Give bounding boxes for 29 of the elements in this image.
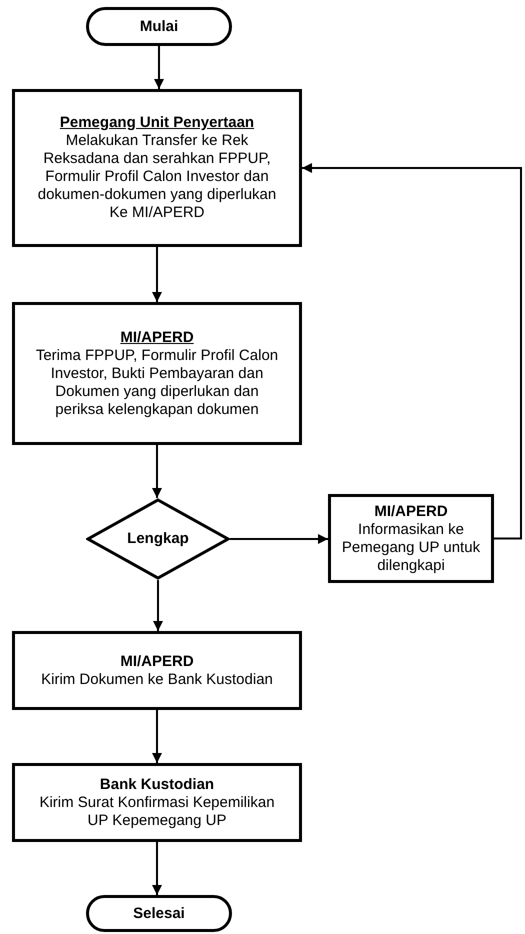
process-box <box>328 494 494 583</box>
box-heading: Pemegang Unit Penyertaan <box>60 114 254 132</box>
process-box <box>12 302 302 445</box>
node-label: Mulai <box>140 18 178 36</box>
node-label: Selesai <box>133 904 185 922</box>
box-text: Melakukan Transfer ke Rek Reksadana dan serahkan FPPUP, Formulir Profil Calon Investor dan dokumen-dokumen yang diperlukan Ke MI/APERD <box>36 132 278 222</box>
arrow <box>153 580 163 631</box>
arrow <box>154 46 164 89</box>
arrow <box>152 247 162 302</box>
terminator-shape <box>86 7 232 46</box>
terminator-shape <box>86 895 232 932</box>
arrow <box>152 445 162 498</box>
decision-diamond <box>86 498 230 580</box>
box-heading: MI/APERD <box>120 652 194 670</box>
box-text: Kirim Dokumen ke Bank Kustodian <box>41 670 273 688</box>
arrow <box>302 163 522 540</box>
box-text: Informasikan ke Pemegang UP untuk dilengkapi <box>340 520 482 574</box>
process-box <box>12 89 302 247</box>
box-text: Terima FPPUP, Formulir Profil Calon Investor, Bukti Pembayaran dan Dokumen yang diperlukan dan periksa kelengkapan dokumen <box>34 346 280 418</box>
arrow <box>152 842 162 895</box>
box-heading: MI/APERD <box>120 328 194 346</box>
process-box <box>12 631 302 710</box>
box-heading: Bank Kustodian <box>100 776 214 794</box>
process-box <box>12 763 302 842</box>
arrow <box>152 710 162 763</box>
node-label: Lengkap <box>127 530 189 548</box>
box-text: Kirim Surat Konfirmasi Kepemilikan UP Kepemegang UP <box>38 794 276 830</box>
box-heading: MI/APERD <box>374 502 448 520</box>
arrow <box>230 534 328 544</box>
